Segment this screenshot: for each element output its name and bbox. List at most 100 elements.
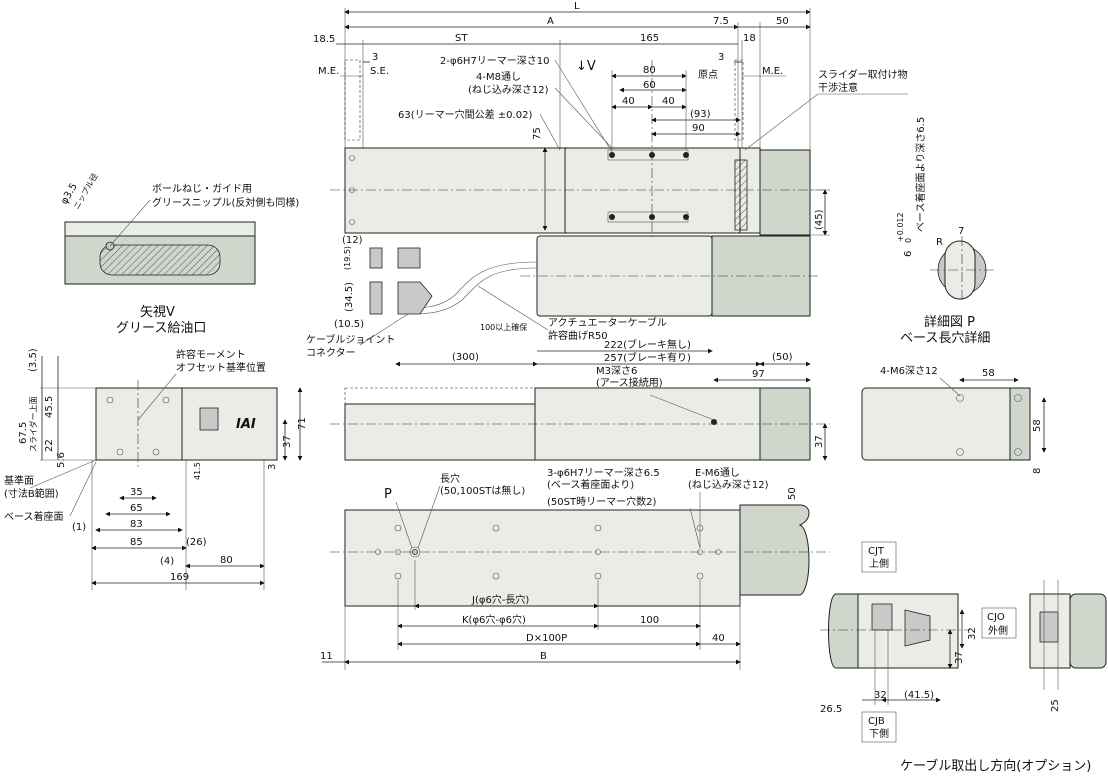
note-slider-a: スライダー取付け物 — [818, 68, 908, 81]
end-d169: 169 — [170, 572, 189, 583]
dim-12: (12) — [342, 235, 363, 246]
motor-and-cable: (12) (19.5) (34.5) (10.5) アクチュエーターケーブル 許… — [306, 235, 820, 367]
view-v: φ3.5 ニップル径 ボールねじ・ガイド用 グリースニップル(反対側も同様) 矢… — [59, 171, 299, 336]
dim-3-right: 3 — [718, 52, 724, 63]
dim-18: 18 — [743, 33, 756, 44]
detail-p-r: R — [936, 237, 943, 248]
end-d22: 22 — [44, 439, 55, 452]
dim-60: 60 — [643, 80, 656, 91]
end-ref-a: 基準面 — [4, 474, 34, 487]
cjb-label-b: 下側 — [869, 727, 889, 740]
top-view: 80 60 40 40 (93) 90 ↓V 75 (45) 2-φ6H7リーマ… — [330, 55, 908, 245]
cable-d25: 25 — [1050, 699, 1061, 712]
detail-p-width: 6 — [903, 251, 914, 257]
dim-50p: (50) — [772, 352, 793, 363]
cable-caption: ケーブル取出し方向(オプション) — [900, 758, 1091, 774]
dim-50: 50 — [776, 16, 789, 27]
view-v-subtitle: グリース給油口 — [116, 321, 206, 336]
dim-18-5: 18.5 — [313, 34, 335, 45]
detail-p: R 7 6 +0.012 0 ベース着座面より深さ6.5 詳細図 P ベース長穴… — [896, 117, 995, 346]
note-len222: 222(ブレーキ無し) — [604, 338, 691, 351]
note-reamer: 2-φ6H7リーマー深さ10 — [440, 55, 550, 67]
side-d97: 97 — [752, 369, 765, 380]
side-m3a: M3深さ6 — [596, 365, 637, 377]
view-v-note-b: グリースニップル(反対側も同様) — [152, 196, 299, 209]
cable-d41-5: (41.5) — [904, 690, 934, 701]
bottom-holes — [375, 524, 721, 580]
end-d65: 65 — [130, 503, 143, 514]
dim-300: (300) — [452, 352, 479, 363]
cjt-label: CJT — [868, 546, 885, 557]
end-ref-b: (寸法B範囲) — [4, 487, 59, 500]
bottom-slot-b: (50,100STは無し) — [440, 484, 525, 497]
bottom-reamer3: 3-φ6H7リーマー深さ6.5 — [547, 467, 660, 479]
detail-p-tol: +0.012 — [896, 212, 905, 242]
dim-3-left: 3 — [372, 52, 378, 63]
cable-d32b: 32 — [967, 627, 978, 640]
right-m6: 4-M6深さ12 — [880, 365, 938, 377]
bottom-slot-a: 長穴 — [440, 472, 460, 485]
view-v-note-a: ボールねじ・ガイド用 — [152, 183, 252, 195]
cable-d32: 32 — [874, 690, 887, 701]
end-view: IAI 許容モーメント オフセット基準位置 (3.5) 45.5 67.5 スラ… — [4, 348, 308, 590]
dim-10-5: (10.5) — [334, 319, 364, 330]
cjb-label: CJB — [868, 716, 885, 727]
dim-19-5: (19.5) — [343, 246, 352, 270]
note-cable-a: アクチュエーターケーブル — [548, 316, 667, 329]
bottom-d40: 40 — [712, 633, 725, 644]
note-len257: 257(ブレーキ有り) — [604, 351, 691, 364]
detail-p-title: 詳細図 P — [924, 314, 975, 330]
note-joint-b: コネクター — [306, 347, 356, 359]
label-origin: 原点 — [698, 69, 718, 81]
end-d80: 80 — [220, 555, 233, 566]
bottom-DP: D×100P — [526, 633, 567, 644]
label-se: S.E. — [370, 66, 389, 77]
note-m8b: (ねじ込み深さ12) — [468, 84, 549, 96]
dim-80: 80 — [643, 65, 656, 76]
end-seat: ベース着座面 — [4, 510, 64, 523]
label-me-right: M.E. — [762, 66, 783, 77]
end-d83: 83 — [130, 519, 143, 530]
end-d37: 37 — [282, 435, 293, 448]
end-view-logo: IAI — [236, 417, 256, 432]
end-d41-5: 41.5 — [193, 462, 202, 480]
bottom-d100: 100 — [640, 615, 659, 626]
bottom-J: J(φ6穴-長穴) — [471, 593, 529, 606]
bottom-K: K(φ6穴-φ6穴) — [462, 613, 526, 626]
bottom-P: P — [384, 487, 392, 502]
detail-p-seven: 7 — [958, 226, 964, 237]
cable-option: CJT 上側 CJO 外側 CJB 下側 26.5 32 (41.5) 32 3… — [820, 541, 1107, 774]
dim-165: 165 — [640, 33, 659, 44]
end-d3-5: (3.5) — [28, 348, 39, 372]
side-view: M3深さ6 (アース接続用) 97 37 — [330, 365, 830, 461]
note-cable-b: 許容曲げR50 — [548, 329, 608, 342]
note-slider-b: 干渉注意 — [818, 81, 858, 94]
dim-75: 75 — [532, 127, 543, 140]
detail-p-depth: ベース着座面より深さ6.5 — [914, 117, 927, 232]
cable-d26-5: 26.5 — [820, 704, 842, 715]
dim-40a: 40 — [622, 96, 635, 107]
cjo-label: CJO — [987, 612, 1005, 623]
dim-90: 90 — [692, 123, 705, 134]
cjo-label-b: 外側 — [988, 624, 1008, 637]
right-d58b: 58 — [1032, 419, 1043, 432]
dim-93: (93) — [690, 109, 711, 120]
top-dimension-chain: L A 7.5 50 18.5 ST 165 18 3 3 M.E. S.E. … — [313, 1, 811, 150]
note-min100: 100以上確保 — [480, 322, 527, 332]
end-d35: 35 — [130, 487, 143, 498]
bottom-B: B — [540, 651, 547, 662]
end-d45-5: 45.5 — [44, 396, 55, 418]
right-d58a: 58 — [982, 368, 995, 379]
side-m3b: (アース接続用) — [596, 376, 663, 389]
note-m8: 4-M8通し — [476, 71, 521, 83]
bottom-reamer50: (50ST時リーマー穴数2) — [547, 495, 656, 508]
bottom-em6: E-M6通し — [695, 467, 740, 479]
end-d67-5: 67.5 — [18, 422, 29, 444]
dim-A: A — [547, 16, 554, 27]
end-d3: 3 — [267, 464, 278, 470]
dim-7-5: 7.5 — [713, 16, 729, 27]
cjt-label-b: 上側 — [869, 557, 889, 570]
end-d26: (26) — [186, 537, 207, 548]
end-d1: (1) — [72, 522, 86, 533]
